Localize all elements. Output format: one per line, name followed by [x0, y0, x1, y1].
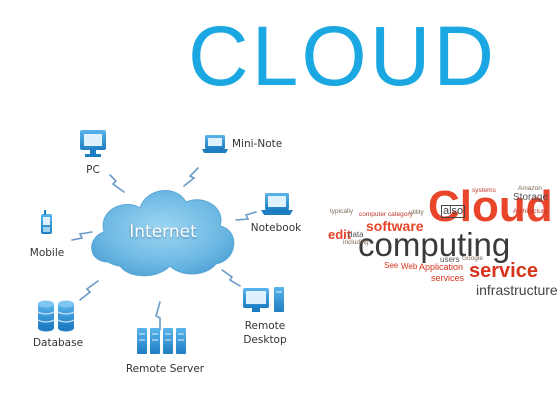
- mobile-icon: [41, 210, 52, 234]
- mobile-label: Mobile: [29, 247, 65, 259]
- arrow-remote-server: [155, 301, 161, 331]
- notebook-label: Notebook: [250, 222, 302, 234]
- word-cloud-storage: Storage: [513, 192, 549, 203]
- remote-server-label: Remote Server: [125, 363, 205, 375]
- word-cloud-amazon: Amazon: [518, 185, 542, 192]
- page-title: CLOUD: [188, 9, 498, 103]
- word-cloud-software: software: [366, 218, 424, 234]
- word-cloud-including: including: [343, 239, 369, 246]
- word-cloud-google: Google: [462, 255, 483, 262]
- mini-note-icon: [202, 135, 228, 153]
- internet-label: Internet: [129, 222, 197, 242]
- arrow-database: [79, 280, 99, 301]
- word-cloud-users: users: [440, 255, 460, 264]
- word-cloud-computing: computing: [358, 226, 511, 263]
- word-cloud-utility: utility: [409, 209, 424, 216]
- remote-server-icon: [137, 328, 186, 354]
- word-cloud-application: Application: [419, 262, 464, 272]
- word-cloud-cloud: Cloud: [428, 182, 553, 231]
- arrow-mini-note: [183, 167, 199, 187]
- word-cloud-services: services: [431, 273, 465, 283]
- remote-desktop-label: Remote Desktop: [243, 320, 287, 346]
- database-label: Database: [32, 337, 84, 349]
- word-cloud-infrastructure: infrastructure: [476, 282, 558, 298]
- word-cloud-also: also: [441, 205, 466, 218]
- pc-label: PC: [86, 164, 100, 176]
- pc-icon: [80, 130, 106, 157]
- mini-note-label: Mini-Note: [232, 138, 283, 150]
- word-cloud-computer-category: computer category: [359, 211, 413, 218]
- arrow-notebook: [235, 211, 257, 221]
- word-cloud-web: Web: [401, 262, 418, 271]
- word-cloud-data: data: [348, 230, 364, 239]
- remote-desktop-icon: [243, 287, 284, 312]
- word-cloud-architecture: Architecture: [513, 208, 548, 215]
- word-cloud-edit: edit: [328, 227, 352, 242]
- notebook-icon: [261, 193, 293, 215]
- word-cloud-typically: typically: [330, 208, 354, 215]
- word-cloud-service: service: [469, 260, 538, 282]
- arrow-mobile: [71, 231, 93, 241]
- arrow-pc: [109, 174, 125, 193]
- arrow-remote-desktop: [221, 269, 241, 287]
- word-cloud-systems: systems: [472, 187, 496, 194]
- internet-cloud-icon: [91, 190, 235, 277]
- database-icon: [37, 300, 75, 332]
- word-cloud-see: See: [384, 261, 399, 270]
